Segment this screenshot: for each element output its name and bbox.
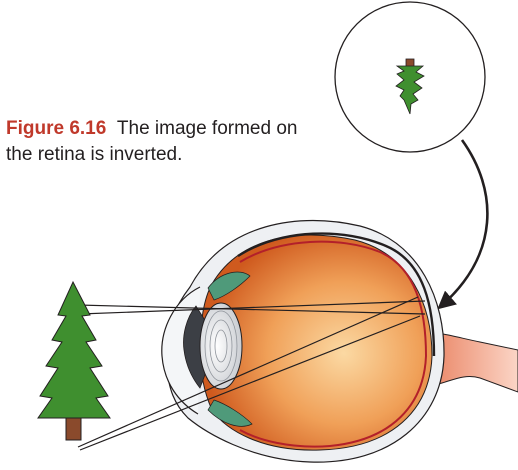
lens	[200, 303, 242, 389]
figure-caption: Figure 6.16 The image formed on the reti…	[6, 116, 306, 168]
figure-label: Figure 6.16	[6, 118, 106, 139]
arrow-icon	[440, 140, 487, 307]
